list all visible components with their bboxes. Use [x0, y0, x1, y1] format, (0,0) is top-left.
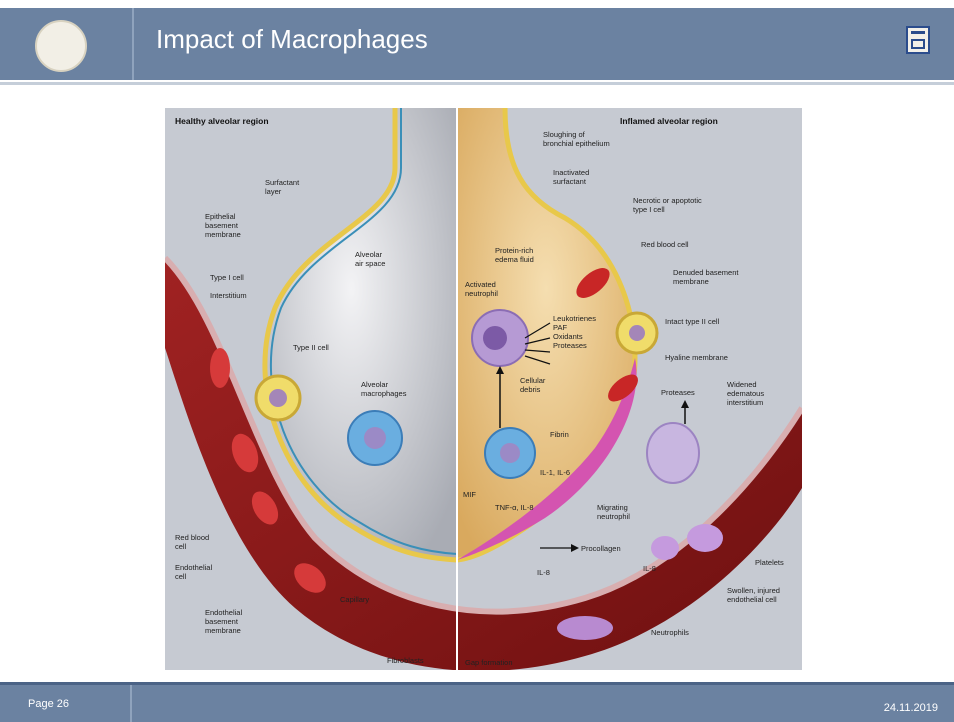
label-alveolar-air-space: Alveolar air space: [355, 250, 385, 268]
footer-separator: [130, 685, 132, 722]
label-denuded-bm: Denuded basement membrane: [673, 268, 738, 286]
slide-title: Impact of Macrophages: [156, 24, 428, 55]
label-sloughing: Sloughing of bronchial epithelium: [543, 130, 610, 148]
label-fibroblasts: Fibroblasts: [387, 656, 424, 665]
healthy-region-heading: Healthy alveolar region: [175, 116, 269, 126]
label-procollagen: Procollagen: [581, 544, 621, 553]
university-logo-icon: [906, 26, 930, 54]
label-protein-rich: Protein-rich edema fluid: [495, 246, 534, 264]
label-hyaline-membrane: Hyaline membrane: [665, 353, 728, 362]
label-neutrophils: Neutrophils: [651, 628, 689, 637]
label-il-1-il-6: IL-1, IL-6: [540, 468, 570, 477]
label-widened-interstitium: Widened edematous interstitium: [727, 380, 764, 407]
header-separator: [132, 8, 134, 80]
footer-date: 24.11.2019: [884, 702, 938, 714]
label-surfactant-layer: Surfactant layer: [265, 178, 299, 196]
header-bar: [0, 8, 954, 80]
label-proteases: Proteases: [661, 388, 695, 397]
label-mif: MIF: [463, 490, 476, 499]
inflamed-region-heading: Inflamed alveolar region: [620, 116, 718, 126]
label-type-ii-cell: Type II cell: [293, 343, 329, 352]
label-il-8-a: IL-8: [537, 568, 550, 577]
label-red-blood-cell-left: Red blood cell: [175, 533, 209, 551]
label-necrotic: Necrotic or apoptotic type I cell: [633, 196, 702, 214]
label-activated-neutrophil: Activated neutrophil: [465, 280, 498, 298]
label-interstitium: Interstitium: [210, 291, 247, 300]
label-endothelial-cell: Endothelial cell: [175, 563, 212, 581]
label-tnf: TNF-α, IL-8: [495, 503, 534, 512]
slide-header: Impact of Macrophages: [0, 0, 954, 85]
label-migrating-neutrophil: Migrating neutrophil: [597, 503, 630, 521]
label-swollen-endothelial: Swollen, injured endothelial cell: [727, 586, 780, 604]
label-cellular-debris: Cellular debris: [520, 376, 545, 394]
label-red-blood-cell-right: Red blood cell: [641, 240, 689, 249]
label-intact-type-ii: Intact type II cell: [665, 317, 719, 326]
label-il-8-b: IL-8: [643, 564, 656, 573]
institute-logo-icon: [35, 20, 87, 72]
label-gap-formation: Gap formation: [465, 658, 513, 667]
label-mediators: Leukotrienes PAF Oxidants Proteases: [553, 314, 596, 350]
slide-footer: [0, 685, 954, 722]
label-alveolar-macrophages: Alveolar macrophages: [361, 380, 406, 398]
label-endothelial-bm: Endothelial basement membrane: [205, 608, 242, 635]
alveolar-diagram-art: [165, 108, 802, 670]
label-fibrin: Fibrin: [550, 430, 569, 439]
label-platelets: Platelets: [755, 558, 784, 567]
label-inactivated-surfactant: Inactivated surfactant: [553, 168, 589, 186]
header-underline: [0, 82, 954, 85]
label-type-i-cell: Type I cell: [210, 273, 244, 282]
alveolar-diagram: Healthy alveolar region Inflamed alveola…: [165, 108, 802, 670]
page-number: Page 26: [28, 698, 69, 710]
label-capillary: Capillary: [340, 595, 369, 604]
label-epithelial-bm: Epithelial basement membrane: [205, 212, 241, 239]
